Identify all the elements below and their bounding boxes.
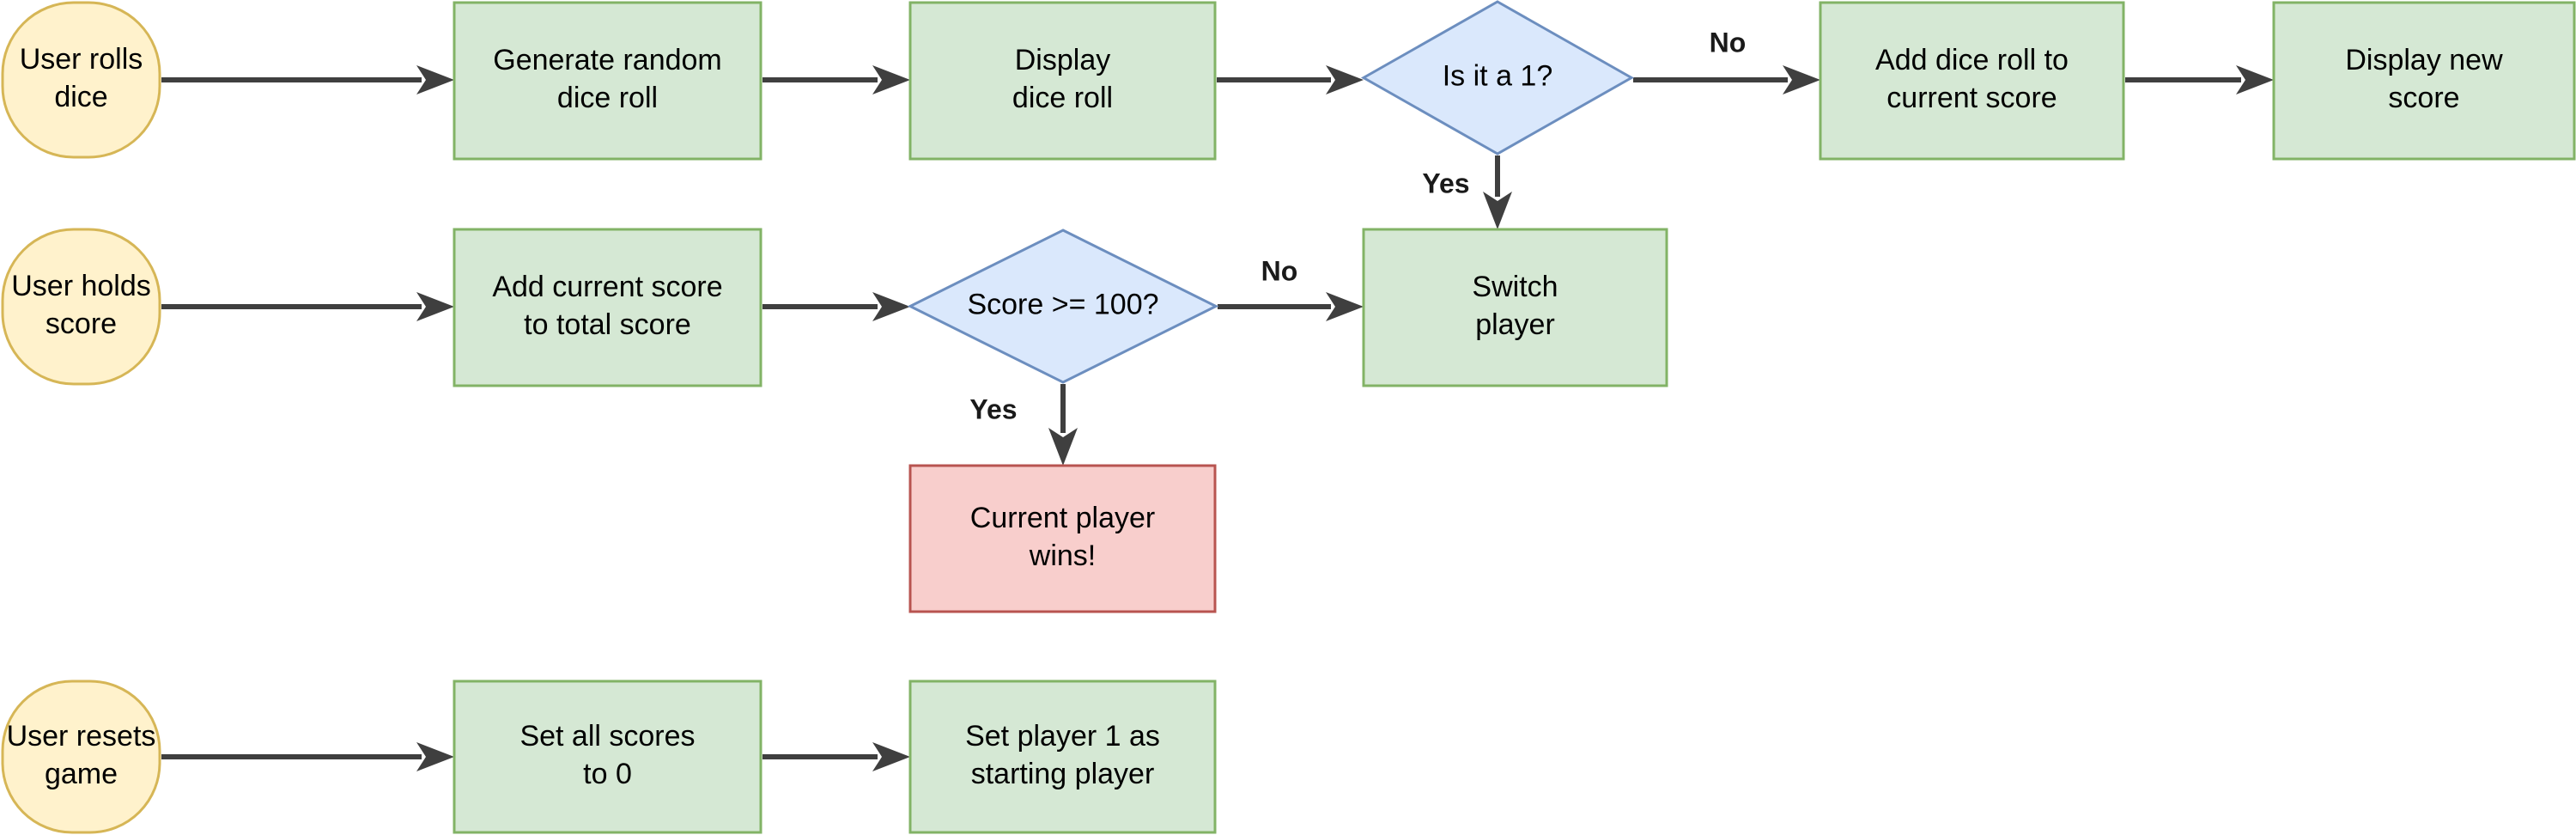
terminal-shape [1,680,161,834]
process-shape [453,228,762,387]
node-user-resets-game[interactable]: User resets game [1,680,161,834]
node-label: starting player [971,758,1155,790]
node-label: wins! [1029,539,1096,572]
node-label: Is it a 1? [1443,59,1553,92]
node-label: Display [1015,44,1110,76]
node-add-current-score-to-total-score[interactable]: Add current score to total score [453,228,762,387]
process-shape [908,1,1217,161]
node-label: User resets [7,720,156,753]
node-label: dice roll [557,82,658,114]
node-current-player-wins[interactable]: Current player wins! [908,464,1217,613]
edge-label: No [1710,27,1747,58]
node-label: Switch [1472,271,1558,303]
node-display-dice-roll[interactable]: Display dice roll [908,1,1217,161]
node-label: to 0 [583,758,632,790]
flow-edge [1217,65,1364,94]
flow-edge [161,742,454,771]
flow-edge [161,292,454,321]
flow-edge: No [1633,27,1820,94]
node-label: current score [1886,82,2057,114]
node-label: Display new [2345,44,2503,76]
node-user-holds-score[interactable]: User holds score [1,228,161,386]
node-display-new-score[interactable]: Display new score [2272,1,2576,161]
node-label: to total score [524,308,691,341]
flow-edge: Yes [969,384,1078,466]
flow-edge [161,65,454,94]
node-label: score [46,308,117,340]
node-label: dice roll [1012,82,1113,114]
process-shape [453,680,762,834]
node-label: player [1475,308,1555,341]
decision-shape [1360,0,1635,155]
node-label: score [2388,82,2459,114]
node-set-all-scores-to-0[interactable]: Set all scores to 0 [453,680,762,834]
edge-label: Yes [1422,168,1469,198]
edge-label: No [1261,255,1298,286]
flow-edge: No [1218,255,1364,321]
node-label: Set all scores [519,720,695,753]
node-add-dice-roll-to-current-score[interactable]: Add dice roll to current score [1819,1,2125,161]
terminal-shape [1,1,161,159]
node-label: game [45,758,118,790]
process-shape [2272,1,2576,161]
node-switch-player[interactable]: Switch player [1362,228,1668,387]
node-set-player-1-as-starting-player[interactable]: Set player 1 as starting player [908,680,1217,834]
node-is-it-a-1[interactable]: Is it a 1? [1360,0,1635,155]
flow-edge [762,65,910,94]
edge-label: Yes [969,393,1017,424]
flow-edge [762,292,910,321]
decision-shape [907,229,1219,384]
flow-edge: Yes [1422,155,1512,229]
result-shape [908,464,1217,613]
node-label: Add dice roll to [1875,44,2069,76]
flow-edge [2125,65,2274,94]
flow-edge [762,742,910,771]
terminal-shape [1,228,161,386]
node-label: Score >= 100? [967,288,1158,320]
process-shape [1819,1,2125,161]
node-label: dice [54,81,107,113]
node-label: User holds [11,270,151,302]
process-shape [453,1,762,161]
node-label: Current player [970,502,1155,534]
node-label: User rolls [20,43,143,76]
node-label: Add current score [492,271,722,303]
node-user-rolls-dice[interactable]: User rolls dice [1,1,161,159]
node-score-gte-100[interactable]: Score >= 100? [907,229,1219,384]
process-shape [1362,228,1668,387]
node-label: Generate random [493,44,722,76]
node-label: Set player 1 as [965,720,1160,753]
process-shape [908,680,1217,834]
node-generate-random-dice-roll[interactable]: Generate random dice roll [453,1,762,161]
